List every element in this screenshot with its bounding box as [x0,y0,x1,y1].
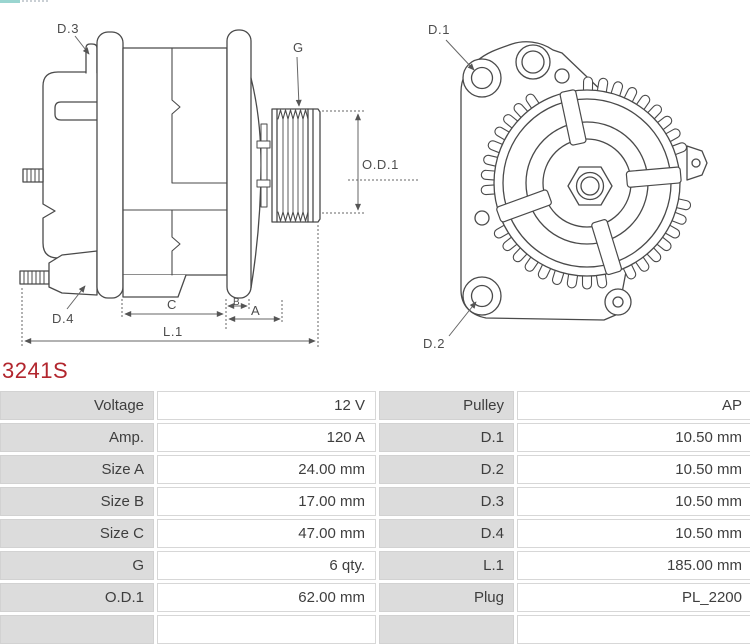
dim-label-g: G [293,40,304,55]
spec-label-cell: D.1 [379,423,514,452]
dim-label-d4: D.4 [52,311,74,326]
spec-label-cell: O.D.1 [0,583,154,612]
front-small-lug [604,288,632,316]
spec-value-cell: 62.00 mm [157,583,376,612]
side-view-dimensions [21,35,420,347]
front-fan-spokes [496,89,682,276]
side-lower-lug [48,250,98,296]
alternator-front-view [460,41,708,321]
spec-value-cell: PL_2200 [517,583,750,612]
spec-value-cell: 185.00 mm [517,551,750,580]
spec-label-cell: D.4 [379,519,514,548]
side-upper-lug [85,43,98,74]
spec-value-cell: 10.50 mm [517,455,750,484]
spec-value-cell [517,615,750,644]
specs-table: Voltage 12 V Pulley AP Amp. 120 A D.1 10… [0,391,750,644]
dim-label-d3: D.3 [57,21,79,36]
side-rear-bracket [226,29,252,299]
part-number: 3241S [2,358,69,383]
dim-label-d2: D.2 [423,336,445,351]
spec-label-cell: L.1 [379,551,514,580]
front-hole-d2 [470,284,494,308]
spec-value-cell: 10.50 mm [517,423,750,452]
spec-label-cell: Amp. [0,423,154,452]
corner-dotted-line [22,0,48,2]
spec-value-cell: AP [517,391,750,420]
spec-label-cell: G [0,551,154,580]
alternator-technical-drawing: D.3 G O.D.1 D.4 C B A L.1 [19,21,708,351]
front-hex-nut [567,166,613,206]
spec-label-cell [0,615,154,644]
dim-label-d1: D.1 [428,22,450,37]
spec-value-cell: 10.50 mm [517,519,750,548]
spec-label-cell: Size B [0,487,154,516]
spec-label-cell: D.2 [379,455,514,484]
spec-value-cell: 24.00 mm [157,455,376,484]
spec-value-cell: 12 V [157,391,376,420]
dim-label-b: B [233,297,240,308]
side-front-bracket [96,31,124,299]
spec-value-cell: 10.50 mm [517,487,750,516]
spec-value-cell: 47.00 mm [157,519,376,548]
corner-marker [0,0,20,3]
spec-label-cell [379,615,514,644]
spec-value-cell: 120 A [157,423,376,452]
dim-label-c: C [167,297,177,312]
spec-value-cell [157,615,376,644]
spec-label-cell: Size A [0,455,154,484]
spec-label-cell: D.3 [379,487,514,516]
alternator-side-view [19,29,321,299]
side-stud-upper [22,168,44,183]
spec-label-cell: Size C [0,519,154,548]
front-lug-bottom-left [462,276,502,316]
dim-label-l1: L.1 [163,324,183,339]
side-housing-slot [54,101,98,121]
front-top-boss [515,44,551,80]
spec-label-cell: Voltage [0,391,154,420]
dim-label-od1: O.D.1 [362,157,399,172]
spec-label-cell: Plug [379,583,514,612]
spec-label-cell: Pulley [379,391,514,420]
spec-value-cell: 17.00 mm [157,487,376,516]
front-view-dimensions [445,39,477,337]
front-right-tab [686,145,708,181]
dim-label-a: A [251,303,260,318]
side-rear-housing [42,71,98,259]
side-body [122,47,228,276]
front-hole-d1 [470,66,494,90]
spec-value-cell: 6 qty. [157,551,376,580]
